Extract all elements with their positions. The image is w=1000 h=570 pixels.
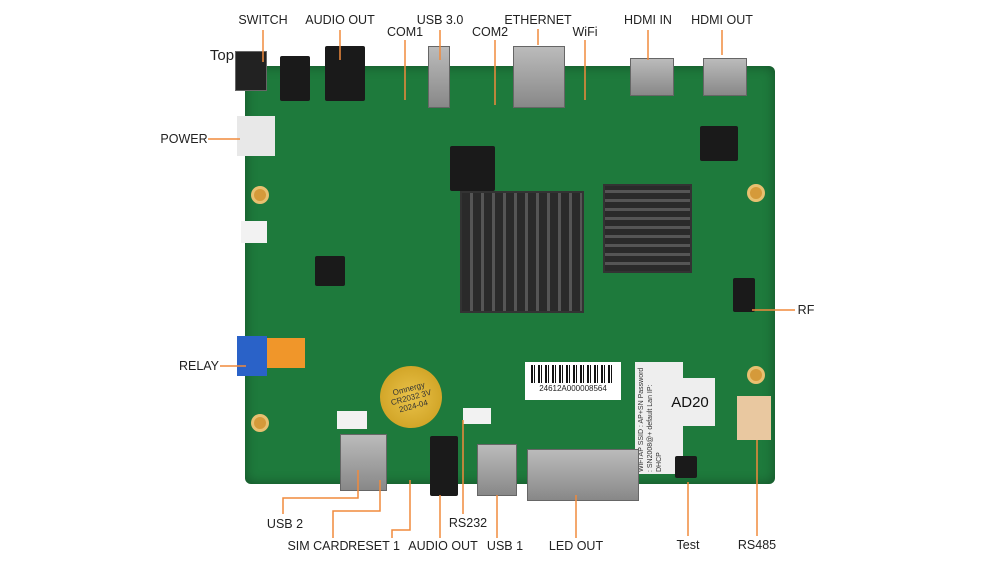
rs232-connector (463, 408, 491, 424)
pcb-board: Omnergy CR2032 3V 2024-04 24612A00000856… (235, 46, 775, 501)
label-com2: COM2 (471, 25, 509, 39)
cpu-heatsink (460, 191, 584, 313)
ethernet-port (513, 46, 565, 108)
label-rf: RF (797, 303, 815, 317)
label-switch: SWITCH (238, 13, 288, 27)
label-power: POWER (160, 132, 208, 146)
usb2-connector (337, 411, 367, 429)
hdmi-in-port (630, 58, 674, 96)
audio-out-jack (430, 436, 458, 496)
leader-line (282, 470, 359, 514)
label-audio-out: AUDIO OUT (408, 539, 478, 553)
heatsink (603, 184, 692, 273)
test-button (675, 456, 697, 478)
audio-jack (325, 46, 365, 101)
barcode-sticker: 24612A000008564 (525, 362, 621, 400)
label-hdmi-out: HDMI OUT (691, 13, 753, 27)
label-usb1: USB 1 (486, 539, 524, 553)
rs485-connector (737, 396, 771, 440)
label-sim-card: SIM CARD (287, 539, 349, 553)
audio-jack-top (280, 56, 310, 101)
label-wifi: WiFi (572, 25, 598, 39)
label-usb2: USB 2 (266, 517, 304, 531)
chip (315, 256, 345, 286)
label-com1: COM1 (386, 25, 424, 39)
label-rs232: RS232 (448, 516, 488, 530)
leader-line (391, 480, 411, 538)
usb3-port (428, 46, 450, 108)
fan-connector (241, 221, 267, 243)
label-audio-out-top: AUDIO OUT (305, 13, 375, 27)
label-usb3: USB 3.0 (416, 13, 464, 27)
mount-hole (747, 184, 765, 202)
chip (450, 146, 495, 191)
model-sticker: AD20 (665, 378, 715, 426)
label-relay: RELAY (178, 359, 220, 373)
relay (267, 338, 305, 368)
mount-hole (251, 186, 269, 204)
leader-line (332, 480, 381, 538)
led-out-port (527, 449, 639, 501)
mount-hole (251, 414, 269, 432)
switch-jack (235, 51, 267, 91)
label-rs485: RS485 (737, 538, 777, 552)
side-label: Top (209, 47, 235, 64)
relay-terminal (237, 336, 267, 376)
sim-card-slot (340, 434, 387, 491)
hdmi-out-port (703, 58, 747, 96)
label-test: Test (676, 538, 700, 552)
barcode (531, 365, 615, 383)
label-reset1: RESET 1 (348, 539, 400, 553)
label-hdmi-in: HDMI IN (624, 13, 672, 27)
rf-header (733, 278, 755, 312)
chip (700, 126, 738, 161)
label-led-out: LED OUT (548, 539, 604, 553)
power-connector (237, 116, 275, 156)
mount-hole (747, 366, 765, 384)
label-ethernet: ETHERNET (504, 13, 572, 27)
